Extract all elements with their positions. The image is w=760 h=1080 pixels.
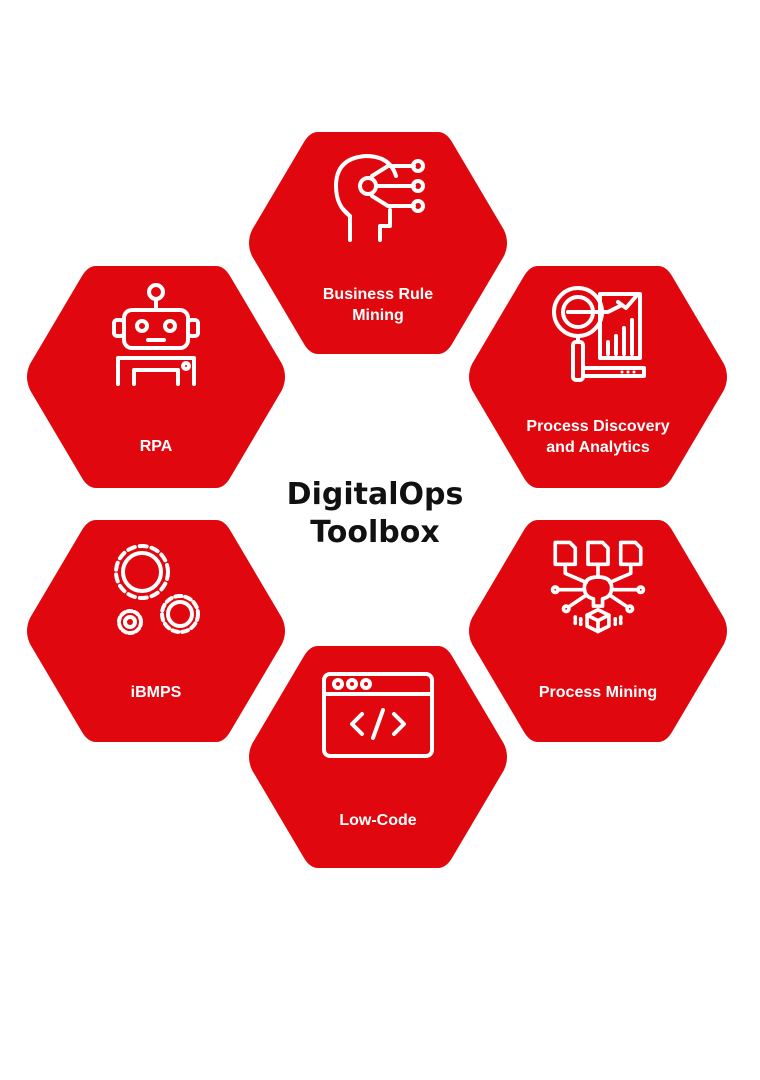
hexagon-shape xyxy=(27,520,285,742)
hexagon-path xyxy=(27,266,285,488)
tool-label: Process Discovery and Analytics xyxy=(526,418,670,456)
gears-icon xyxy=(114,544,200,635)
code-window-icon xyxy=(322,672,434,758)
hex-process-mining: Process Mining xyxy=(460,510,736,752)
hex-ibmps: iBMPS xyxy=(18,510,294,752)
analytics-magnifier-icon xyxy=(552,286,646,382)
tool-label: RPA xyxy=(139,438,173,455)
hex-low-code: Low-Code xyxy=(240,636,516,878)
tool-label: Low-Code xyxy=(339,812,417,829)
hexagon-shape xyxy=(27,266,285,488)
tool-label: iBMPS xyxy=(130,684,182,701)
hexagon-shape xyxy=(249,132,507,354)
robot-icon xyxy=(112,283,200,386)
hex-business-rule-mining: Business Rule Mining xyxy=(240,122,516,364)
tool-label: Process Mining xyxy=(538,684,658,701)
center-title: DigitalOps Toolbox xyxy=(286,477,464,550)
hexagon-path xyxy=(249,132,507,354)
hex-rpa: RPA xyxy=(18,256,294,498)
hex-process-discovery: Process Discovery and Analytics xyxy=(460,256,736,498)
hexagon-path xyxy=(27,520,285,742)
document-tree-icon xyxy=(550,540,646,634)
tool-label: Business Rule Mining xyxy=(322,286,434,324)
head-circuit-icon xyxy=(334,154,425,242)
